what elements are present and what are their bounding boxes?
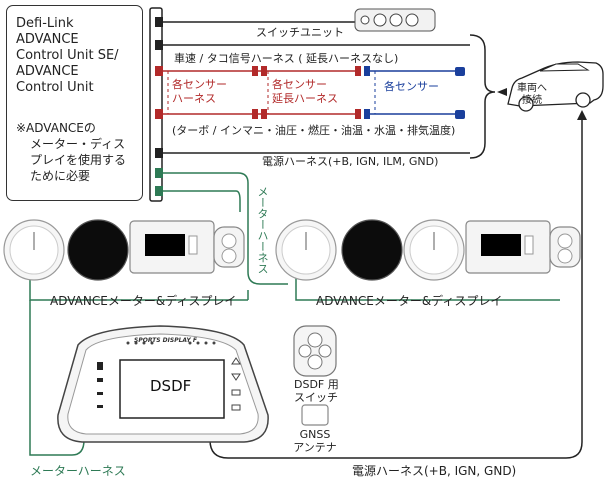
controller-name: Defi-Link ADVANCE Control Unit SE/ ADVAN… [16, 16, 141, 96]
meter-group-right-label: ADVANCEメーター&ディスプレイ [316, 294, 503, 308]
meter-group-left-label: ADVANCEメーター&ディスプレイ [50, 294, 237, 308]
label-line: 各センサー [272, 78, 327, 91]
meter-gauge-white-left [3, 219, 65, 281]
gnss-label: GNSS アンテナ [292, 428, 338, 454]
switch-unit-label: スイッチユニット [256, 26, 344, 39]
controller-name-line: ADVANCE [16, 32, 79, 47]
connector [355, 66, 361, 76]
meter-display-left [129, 220, 245, 274]
connector [155, 148, 163, 158]
meter-gauge-white-right-2 [403, 219, 465, 281]
meter-gauge-black-right [341, 219, 403, 281]
sensors-label: 各センサー [384, 80, 439, 93]
connector [155, 109, 163, 119]
meter-harness-bottom-label: メーターハーネス [30, 464, 126, 478]
meter-harness-vertical-label: メーターハーネス [256, 186, 269, 274]
sensor-types-label: (ターボ / インマニ・油圧・燃圧・油温・水温・排気温度) [172, 124, 456, 137]
sensor-harness-label: 各センサー ハーネス [172, 78, 227, 106]
meter-harness-to-dsdf [29, 300, 72, 456]
controller-name-line: ADVANCE [16, 64, 79, 79]
connector [155, 40, 163, 50]
dsdf-switch-device [293, 325, 337, 377]
controller-box [6, 5, 143, 201]
controller-name-line: Control Unit SE/ [16, 48, 119, 63]
speed-tacho-label: 車速 / タコ信号ハーネス ( 延長ハーネスなし) [174, 52, 399, 65]
label-line: DSDF 用 [294, 378, 339, 391]
controller-name-line: Defi-Link [16, 16, 74, 31]
label-line: ハーネス [172, 92, 216, 105]
connector [155, 17, 163, 27]
label-line: スイッチ [294, 391, 338, 404]
connector [155, 186, 163, 196]
connector [155, 66, 163, 76]
label-line: 延長ハーネス [272, 92, 338, 105]
vehicle-label: 車両へ 接続 [512, 83, 552, 107]
power-line-bottom [209, 118, 583, 459]
power-top-label: 電源ハーネス(+B, IGN, ILM, GND) [262, 155, 439, 168]
label-line: 接続 [522, 95, 542, 106]
connector [252, 66, 258, 76]
label-line: 各センサー [172, 78, 227, 91]
controller-note-line: ために必要 [30, 169, 91, 183]
arrow-icon [497, 88, 507, 96]
sensor-plug [455, 110, 465, 119]
controller-note: ※ADVANCEの メーター・ディス プレイを使用する ために必要 [16, 120, 141, 184]
meter-gauge-black-left [67, 219, 129, 281]
label-line: GNSS [299, 428, 331, 441]
meter-display-right [465, 220, 581, 274]
dsdf-screen-label: DSDF [150, 377, 192, 395]
connector [364, 66, 370, 76]
controller-note-line: メーター・ディス [30, 137, 126, 151]
power-bottom-label: 電源ハーネス(+B, IGN, GND) [352, 464, 517, 478]
meter-harness-line-right [162, 172, 288, 285]
connector [261, 66, 267, 76]
dsdf-screen [119, 359, 225, 419]
dsdf-switch-label: DSDF 用 スイッチ [294, 378, 339, 404]
label-line: アンテナ [293, 441, 337, 454]
connector [261, 109, 267, 119]
dsdf-brand: SPORTS DISPLAY F [134, 337, 197, 344]
controller-name-line: Control Unit [16, 80, 94, 95]
connector [355, 109, 361, 119]
car-icon [507, 61, 604, 112]
controller-note-line: ※ADVANCEの [16, 121, 96, 135]
connector [364, 109, 370, 119]
vehicle-bracket [469, 34, 496, 159]
sensor-ext-harness-label: 各センサー 延長ハーネス [272, 78, 338, 106]
meter-harness-line-left-top [162, 190, 241, 212]
controller-note-line: プレイを使用する [30, 153, 127, 167]
label-line: 車両へ [517, 83, 547, 94]
meter-gauge-white-right-1 [275, 219, 337, 281]
sensor-plug [455, 67, 465, 76]
connector [155, 168, 163, 178]
dsdf-unit [57, 325, 269, 443]
gnss-antenna-device [301, 404, 329, 426]
arrow-icon [577, 110, 587, 120]
connector [252, 109, 258, 119]
